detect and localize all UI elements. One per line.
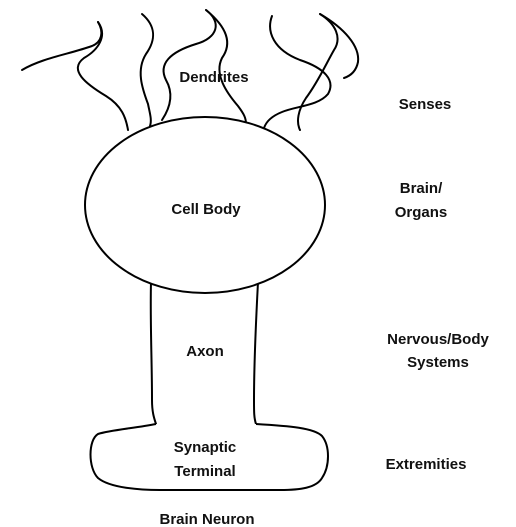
synaptic-terminal-label-line2: Terminal xyxy=(174,463,235,480)
synaptic-terminal-label-line1: Synaptic xyxy=(174,439,237,456)
axon-left-edge xyxy=(151,282,156,424)
brain-organs-label-line1: Brain/ xyxy=(400,180,443,197)
brain-organs-label-line2: Organs xyxy=(395,204,448,221)
dendrite-branch xyxy=(206,10,246,124)
axon-label: Axon xyxy=(186,343,224,360)
diagram-caption: Brain Neuron xyxy=(159,511,254,527)
dendrite-branch xyxy=(298,14,338,130)
dendrite-branch xyxy=(22,22,101,70)
dendrite-branch xyxy=(320,14,358,78)
dendrite-branch xyxy=(264,16,330,128)
dendrite-branch xyxy=(78,22,128,130)
nervous-body-label-line1: Nervous/Body xyxy=(387,331,489,348)
cell-body-label: Cell Body xyxy=(171,201,241,218)
synaptic-terminal-shape xyxy=(91,424,329,490)
extremities-label: Extremities xyxy=(386,456,467,473)
axon-right-edge xyxy=(254,282,258,424)
dendrite-branch xyxy=(162,10,216,120)
dendrite-branch xyxy=(141,14,153,126)
senses-label: Senses xyxy=(399,96,452,113)
dendrites-label: Dendrites xyxy=(179,69,248,86)
nervous-body-label-line2: Systems xyxy=(407,354,469,371)
